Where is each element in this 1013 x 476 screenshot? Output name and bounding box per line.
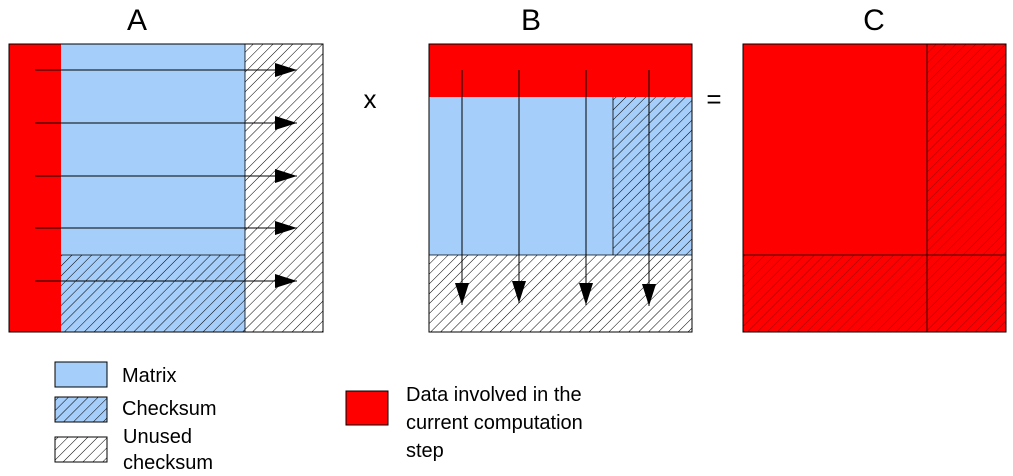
matrix-b-checksum-column-hatch [613, 97, 692, 255]
legend-matrix-label: Matrix [122, 365, 176, 387]
legend-unused-label-line1: Unused [123, 426, 192, 448]
matrix-b-unused-checksum-hatch [429, 255, 692, 332]
matrix-a-title: A [127, 4, 147, 37]
matrix-a-border [8, 43, 324, 333]
legend-data-swatch [345, 390, 389, 426]
matrix-a-unused-checksum-hatch [245, 44, 323, 332]
legend-unused-swatch [54, 436, 108, 463]
legend-data-label-line2: current computation [406, 412, 583, 434]
matrix-c-title: C [863, 4, 885, 37]
legend: Matrix Checksum Unused checksum Data inv… [54, 361, 583, 474]
matrix-b-title: B [521, 4, 541, 37]
matrix-a-body [61, 44, 245, 255]
matrix-b [428, 43, 693, 333]
matrix-c-border [742, 43, 1007, 333]
matrix-c-checksum-column [927, 44, 1006, 255]
legend-data-label-line3: step [406, 440, 444, 462]
matrix-b-body [429, 97, 613, 255]
matrix-a-current-column [9, 44, 61, 332]
legend-checksum-swatch-hatch [54, 396, 108, 423]
legend-matrix-swatch [54, 361, 108, 388]
matrix-a-checksum-rows-hatch [61, 255, 245, 332]
legend-unused-label-line2: checksum [123, 452, 213, 474]
matrix-c-checksum-corner [927, 255, 1006, 332]
equals-operator: = [706, 84, 721, 114]
multiply-operator: x [364, 84, 377, 114]
matrix-b-border [428, 43, 693, 333]
matrix-c-body [743, 44, 927, 255]
matrix-a [8, 43, 324, 333]
matrix-c-checksum-row [743, 255, 927, 332]
matrix-c [742, 43, 1007, 333]
legend-data-label-line1: Data involved in the [406, 384, 582, 406]
legend-checksum-label: Checksum [122, 398, 216, 420]
matrix-b-current-row [429, 44, 692, 97]
